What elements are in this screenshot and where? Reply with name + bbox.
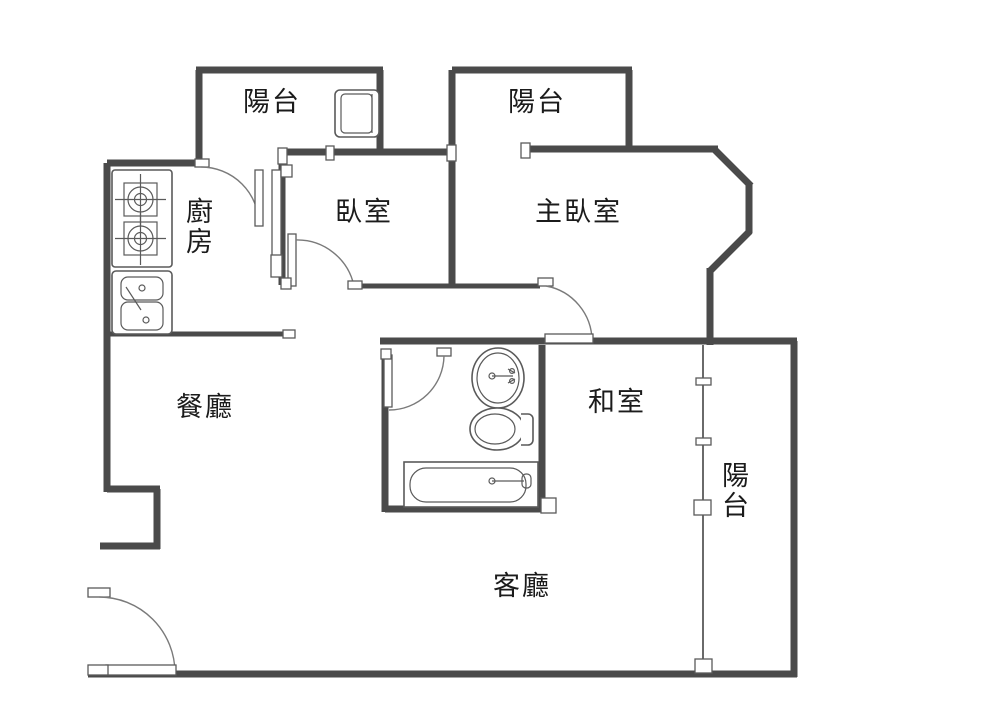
- door-jamb: [270, 254, 283, 278]
- doors: [87, 158, 594, 676]
- wall-master-chamfer-3: [707, 228, 753, 274]
- door-leaf: [254, 169, 264, 227]
- wall-stubs: [280, 164, 296, 339]
- sink-faucet: [125, 286, 142, 311]
- sink-drain: [138, 284, 146, 292]
- sink-basin-large: [120, 301, 164, 331]
- wall-stub: [282, 329, 296, 339]
- window-marker: [325, 145, 335, 161]
- door-swing-entrance: [87, 587, 177, 676]
- bathroom-fixtures: [403, 347, 539, 508]
- room-label-master-bedroom: 主臥室: [535, 197, 622, 228]
- room-label-balcony-top-right: 陽台: [508, 87, 566, 118]
- window-marker: [446, 144, 457, 162]
- door-jamb: [87, 587, 111, 598]
- tub-faucet: [521, 473, 532, 489]
- window-marker: [693, 499, 712, 516]
- sink-drain: [142, 316, 150, 324]
- bathroom-corner-jamb: [540, 497, 557, 514]
- window-marker: [695, 437, 712, 446]
- window-marker: [695, 377, 712, 386]
- door-leaf: [544, 333, 594, 344]
- room-label-balcony-right: 陽 台: [722, 461, 749, 523]
- door-jamb: [194, 158, 210, 168]
- stove-burner: [115, 213, 166, 265]
- door-swing-kitchen: [194, 158, 264, 227]
- toilet-icon: [469, 407, 534, 451]
- door-leaf: [287, 233, 297, 287]
- door-slider-bedroom: [270, 169, 283, 278]
- door-leaf: [105, 664, 177, 676]
- door-swing-master-bedroom: [537, 277, 594, 344]
- room-label-kitchen: 廚 房: [186, 197, 215, 259]
- wall-stub: [280, 164, 293, 178]
- room-label-bedroom: 臥室: [335, 197, 393, 228]
- window-marker: [277, 147, 288, 165]
- room-label-living-room: 客廳: [493, 571, 551, 602]
- wall-master-chamfer-1: [712, 147, 754, 189]
- washing-machine-icon: [334, 89, 380, 138]
- kitchen-fixtures: [111, 169, 173, 335]
- room-label-balcony-top-left: 陽台: [243, 87, 301, 118]
- window-marker: [520, 142, 531, 159]
- door-swing-bathroom: [380, 347, 452, 411]
- wall-stub: [280, 277, 292, 290]
- window-marker: [694, 658, 713, 674]
- sink-basin-small: [120, 276, 164, 301]
- door-jamb: [436, 347, 452, 357]
- gas-stove-icon: [111, 169, 173, 268]
- door-swing-bedroom: [287, 233, 363, 290]
- door-jamb: [537, 277, 554, 287]
- wash-basin-icon: [471, 347, 525, 409]
- door-jamb: [380, 348, 392, 360]
- room-label-dining-room: 餐廳: [176, 392, 234, 423]
- bathtub-icon: [403, 461, 539, 508]
- door-jamb: [347, 280, 363, 290]
- door-leaf: [383, 354, 393, 408]
- door-jamb: [87, 664, 109, 676]
- room-label-tatami-room: 和室: [588, 387, 646, 418]
- window-markers: [277, 142, 713, 674]
